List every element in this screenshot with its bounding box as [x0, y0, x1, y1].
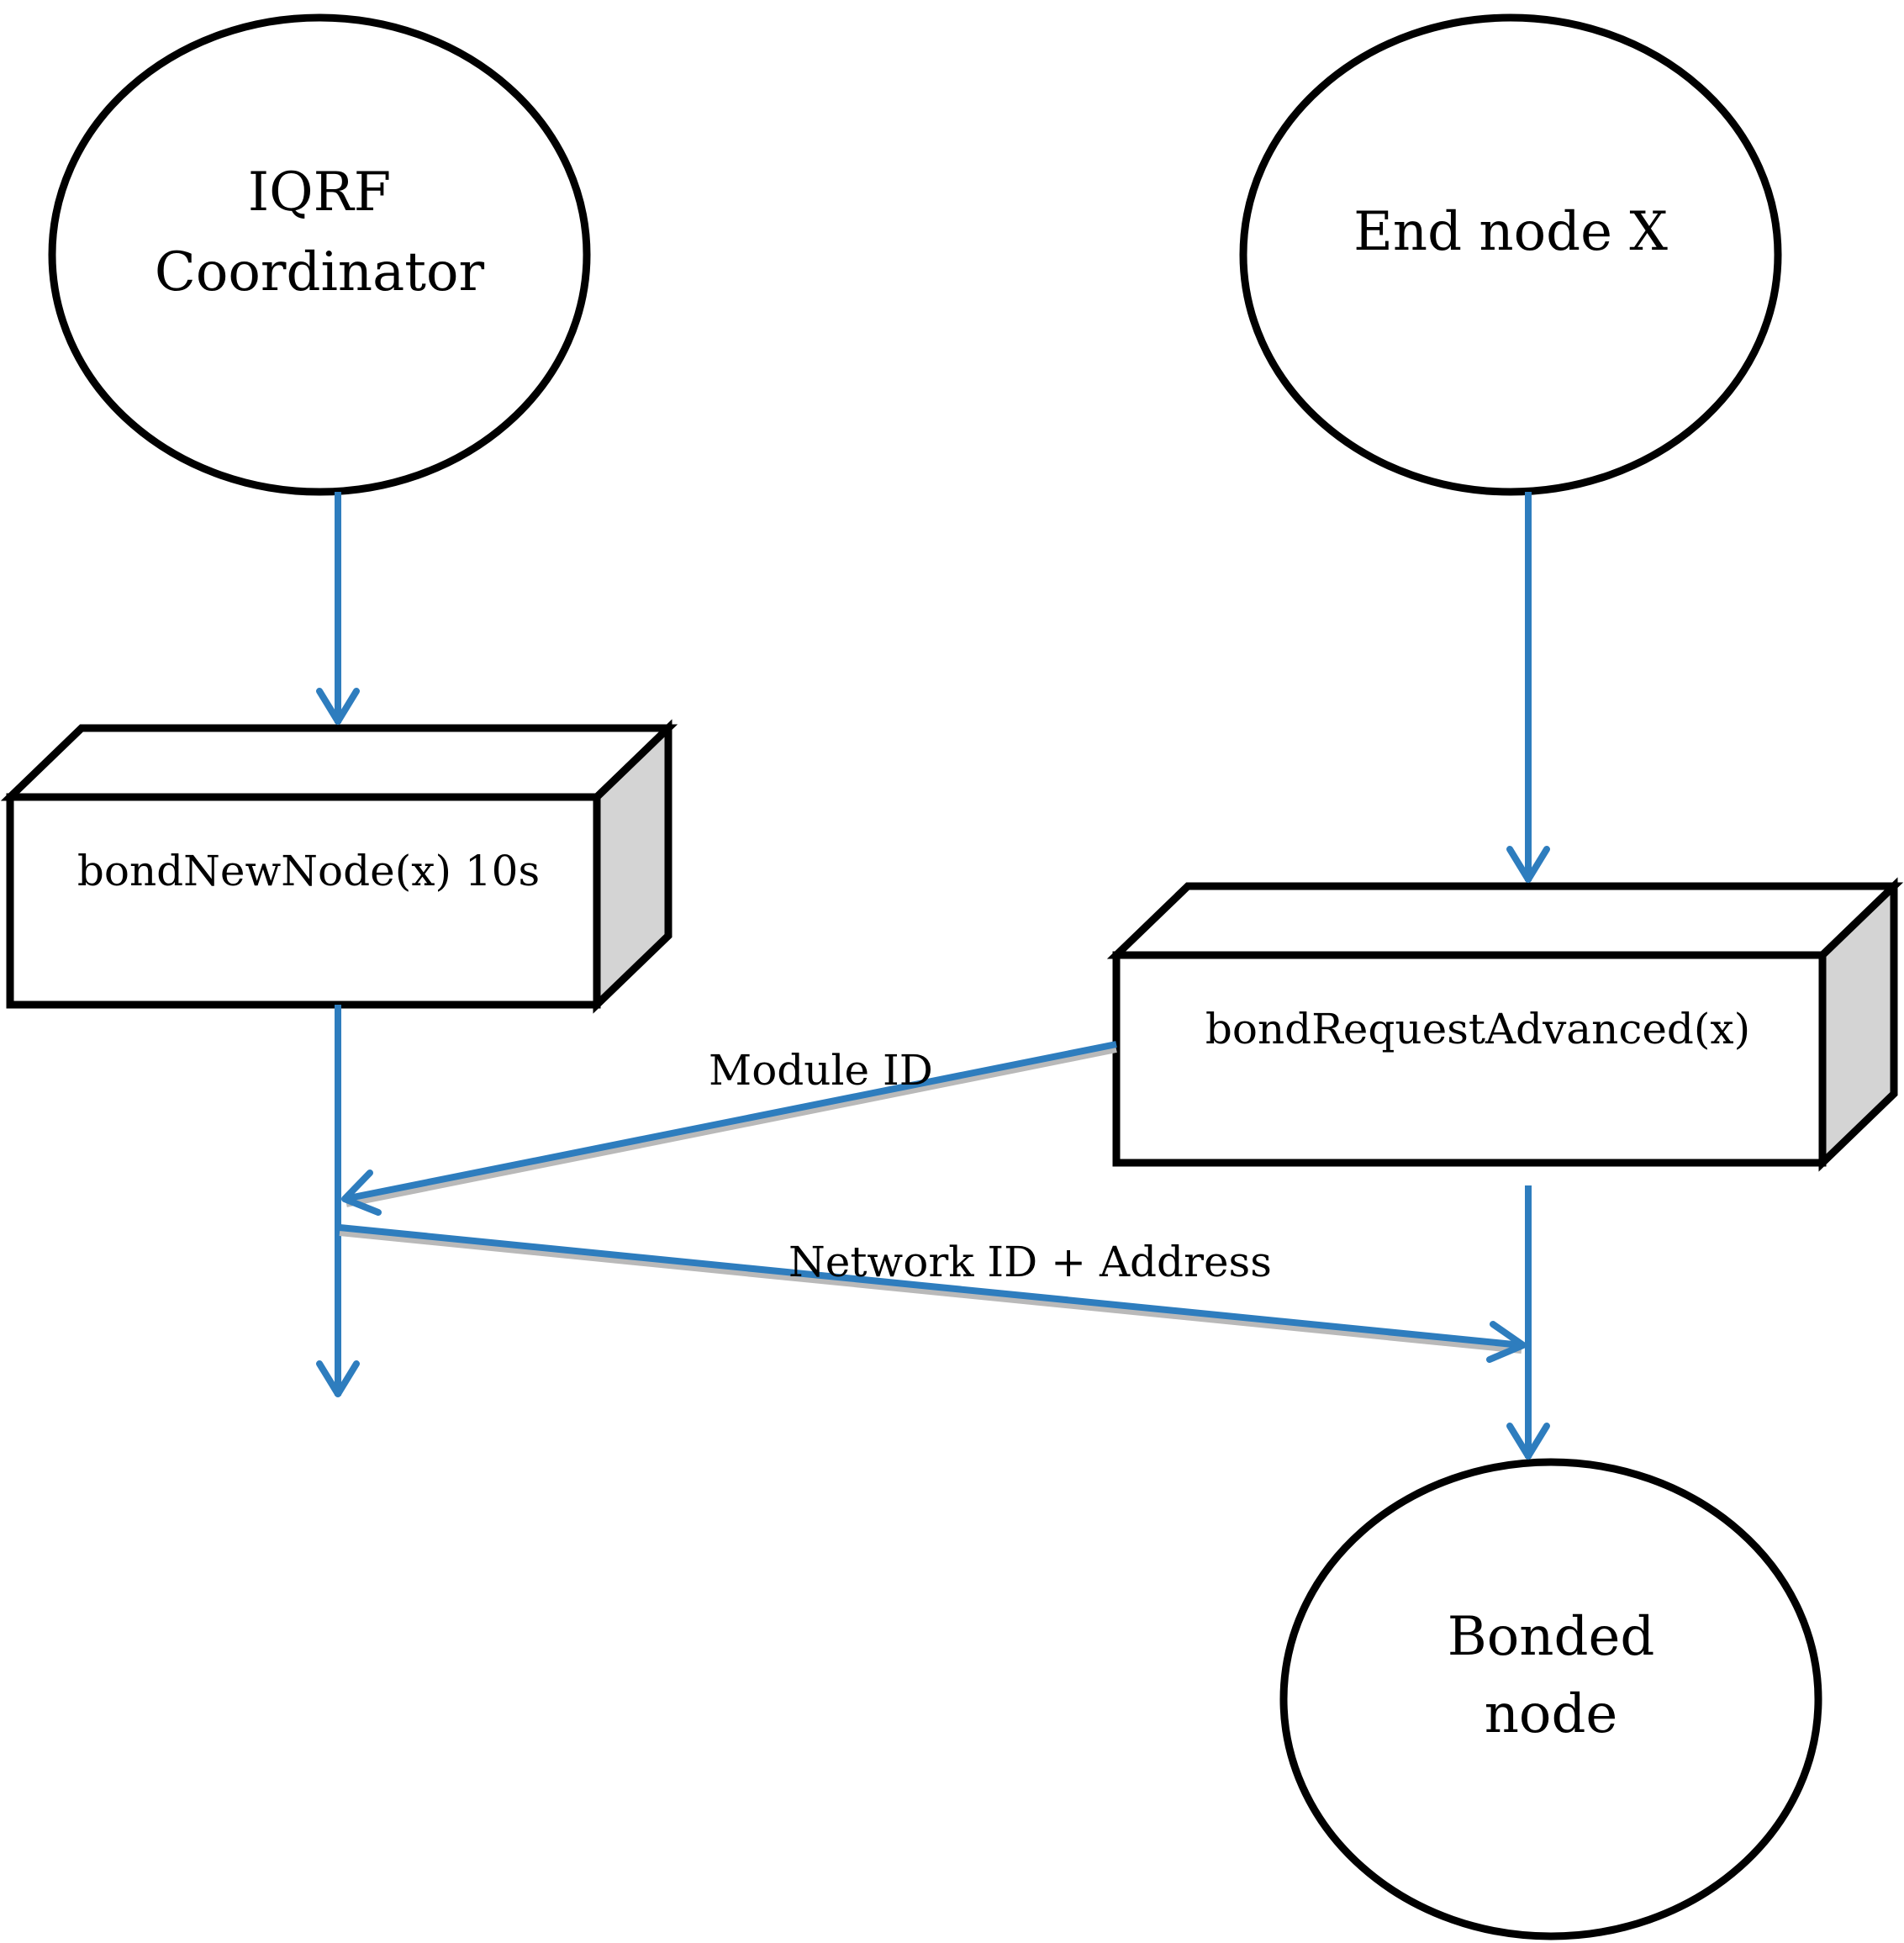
bonded-ellipse	[1279, 1458, 1822, 1940]
network-address-label: Network ID + Address	[788, 1238, 1272, 1286]
bond-request-front	[1112, 951, 1827, 1167]
coordinator-node: IQRF Coordinator	[48, 13, 591, 496]
bond-request-label: bondRequestAdvanced(x)	[1205, 1005, 1750, 1053]
bond-new-node-front	[6, 793, 601, 1009]
module-id-label: Module ID	[709, 1046, 933, 1095]
bond-new-node-top	[0, 724, 678, 801]
bond-new-node-process: bondNewNode(x) 10s	[0, 719, 678, 1014]
module-id-message-arrow	[341, 1041, 1117, 1216]
bond-request-process: bondRequestAdvanced(x)	[1106, 877, 1904, 1172]
bond-request-top	[1106, 882, 1904, 959]
bond-request-to-bonded-arrow	[1506, 1185, 1550, 1460]
coordinator-timeline-arrow	[316, 1005, 360, 1397]
bonded-label-line1: Bonded	[1448, 1606, 1655, 1668]
network-address-message-arrow	[339, 1224, 1527, 1363]
bonded-label-line2: node	[1485, 1683, 1618, 1745]
coordinator-label-line1: IQRF	[248, 161, 391, 224]
coordinator-ellipse	[48, 13, 591, 496]
end-node-to-bond-request-arrow	[1506, 492, 1550, 883]
bond-new-node-label: bondNewNode(x) 10s	[77, 847, 540, 895]
coordinator-label-line2: Coordinator	[155, 241, 485, 304]
end-node-x: End node X	[1239, 13, 1782, 496]
bonded-node: Bonded node	[1279, 1458, 1822, 1940]
coordinator-to-bond-new-node-arrow	[316, 492, 360, 725]
end-node-label: End node X	[1353, 201, 1668, 263]
end-node-ellipse	[1239, 13, 1782, 496]
